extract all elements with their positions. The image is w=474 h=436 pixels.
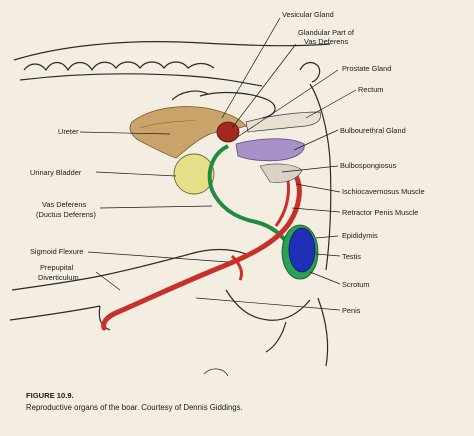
rectum — [246, 112, 320, 132]
label-glandular-part-2: Vas Deferens — [304, 37, 349, 46]
label-scrotum: Scrotum — [342, 280, 370, 289]
label-glandular-part-1: Glandular Part of — [298, 28, 355, 37]
label-urinary-bladder: Urinary Bladder — [30, 168, 82, 177]
label-preputial-1: Prepupital — [40, 263, 74, 272]
label-bulbourethral-gland: Bulbourethral Gland — [340, 126, 406, 135]
label-vas-deferens-2: (Ductus Deferens) — [36, 210, 96, 219]
testis-organ — [289, 228, 315, 272]
label-penis: Penis — [342, 306, 361, 315]
penis-organ — [104, 176, 300, 328]
label-rectum: Rectum — [358, 85, 383, 94]
label-bulbospongiosus: Bulbospongiosus — [340, 161, 397, 170]
label-prostate-gland: Prostate Gland — [342, 64, 391, 73]
label-sigmoid-flexure: Sigmoid Flexure — [30, 247, 83, 256]
caption-text: Reproductive organs of the boar. Courtes… — [26, 403, 243, 412]
label-vas-deferens-1: Vas Deferens — [42, 200, 87, 209]
caption-figure-number: FIGURE 10.9. — [26, 391, 74, 400]
label-vesicular-gland: Vesicular Gland — [282, 10, 334, 19]
label-preputial-2: Diverticulum — [38, 273, 79, 282]
label-testis: Testis — [342, 252, 361, 261]
label-ureter: Ureter — [58, 127, 79, 136]
label-ischiocavernosus: Ischiocavernosus Muscle — [342, 187, 425, 196]
prostate-gland — [217, 122, 239, 142]
label-epididymis: Epididymis — [342, 231, 378, 240]
label-retractor-penis: Retractor Penis Muscle — [342, 208, 418, 217]
